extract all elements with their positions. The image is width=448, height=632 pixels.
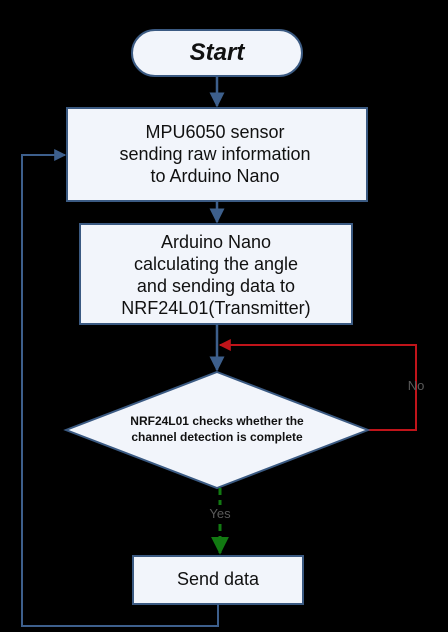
decision-node: NRF24L01 checks whether the channel dete… [63,370,371,490]
nano-line-2: calculating the angle [134,254,298,274]
nano-line-3: and sending data to [137,276,295,296]
arrow-no-loop [218,339,417,431]
sensor-line-3: to Arduino Nano [150,166,279,186]
sensor-line-2: sending raw information [119,144,310,164]
nano-line-1: Arduino Nano [161,232,271,252]
yes-label-backdrop [204,505,236,521]
start-node: Start [131,29,303,77]
sensor-process-node: MPU6050 sensor sending raw information t… [66,107,368,202]
send-data-label: Send data [177,569,260,589]
nano-process-node: Arduino Nano calculating the angle and s… [79,223,353,325]
arrow-feedback-loop [21,149,219,627]
nano-line-4: NRF24L01(Transmitter) [121,298,310,318]
no-label: No [408,378,425,393]
sensor-line-1: MPU6050 sensor [145,122,284,142]
decision-line-1: NRF24L01 checks whether the [130,414,304,428]
yes-label: Yes [209,506,231,521]
start-label: Start [190,39,246,66]
send-data-node: Send data [132,555,304,605]
decision-line-2: channel detection is complete [131,430,303,444]
